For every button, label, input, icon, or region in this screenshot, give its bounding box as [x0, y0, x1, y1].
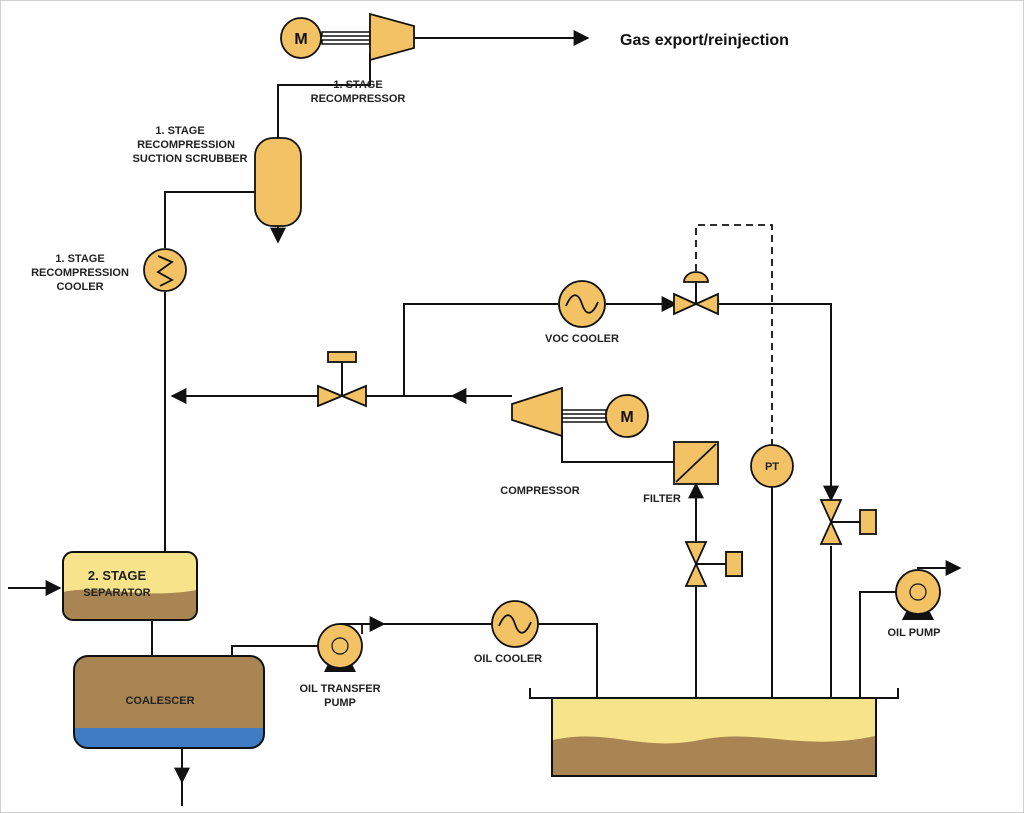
- separator-label-2: SEPARATOR: [83, 587, 150, 599]
- recompressor: [321, 12, 415, 62]
- cooler-to-scrubber-line: [164, 191, 255, 248]
- oil-cooler-label: OIL COOLER: [474, 653, 542, 665]
- scrubber-label-1: 1. STAGE: [155, 125, 204, 137]
- filter-icon: [673, 441, 719, 485]
- filter-to-compressor-line: [561, 430, 674, 463]
- pt-label: PT: [765, 461, 779, 473]
- recompression-cooler-icon: [143, 248, 187, 292]
- pt-signal-line: [695, 224, 773, 446]
- storage-tank: [529, 688, 899, 777]
- scrubber-label-3: SUCTION SCRUBBER: [133, 153, 248, 165]
- piping: [8, 30, 962, 806]
- voc-return-valve: [819, 499, 877, 545]
- oil-pump-label: OIL PUMP: [888, 627, 941, 639]
- recompressor-motor-label: M: [294, 31, 307, 48]
- oil-transfer-pump-label-1: OIL TRANSFER: [299, 683, 380, 695]
- voc-cooler-label: VOC COOLER: [545, 333, 619, 345]
- gas-export-label: Gas export/reinjection: [620, 32, 789, 49]
- oil-transfer-pump-label-2: PUMP: [324, 697, 356, 709]
- compressor-motor-icon: [605, 394, 649, 438]
- voc-cooler-icon: [558, 280, 606, 328]
- voc-control-valve: [673, 271, 719, 316]
- oil-transfer-pump-icon: [317, 623, 363, 672]
- compressor-motor-label: M: [620, 409, 633, 426]
- oil-pump-icon: [895, 569, 941, 620]
- recompressor-motor-icon: [280, 17, 322, 59]
- suction-scrubber: [254, 137, 302, 227]
- pressure-transmitter-icon: [750, 444, 794, 488]
- oil-cooler-icon: [491, 600, 539, 648]
- filter-inlet-valve: [684, 541, 743, 587]
- separator-label-1: 2. STAGE: [88, 568, 147, 583]
- scrubber-label-2: RECOMPRESSION: [137, 139, 235, 151]
- scrubber-to-recompressor-line: [277, 54, 371, 138]
- compressor-label: COMPRESSOR: [500, 485, 580, 497]
- recomp-cooler-label-2: RECOMPRESSION: [31, 267, 129, 279]
- recompressor-label-1: 1. STAGE: [333, 79, 382, 91]
- voc-to-tank-line: [718, 303, 839, 502]
- labels: M M PT Gas export/reinjection 1. STAGE R…: [31, 31, 940, 709]
- coalescer-vessel: [73, 655, 265, 749]
- recomp-cooler-label-3: COOLER: [56, 281, 103, 293]
- coalescer-label: COALESCER: [125, 695, 194, 707]
- recompressor-label-2: RECOMPRESSOR: [311, 93, 406, 105]
- recomp-cooler-label-1: 1. STAGE: [55, 253, 104, 265]
- gas-return-control-valve: [317, 351, 367, 408]
- voc-branch-line: [403, 303, 558, 396]
- cooler-to-tank-line: [538, 623, 598, 724]
- second-stage-separator: [62, 551, 198, 621]
- filter-label: FILTER: [643, 493, 681, 505]
- compressor: [511, 386, 607, 438]
- tank-to-oil-pump-line: [859, 591, 896, 724]
